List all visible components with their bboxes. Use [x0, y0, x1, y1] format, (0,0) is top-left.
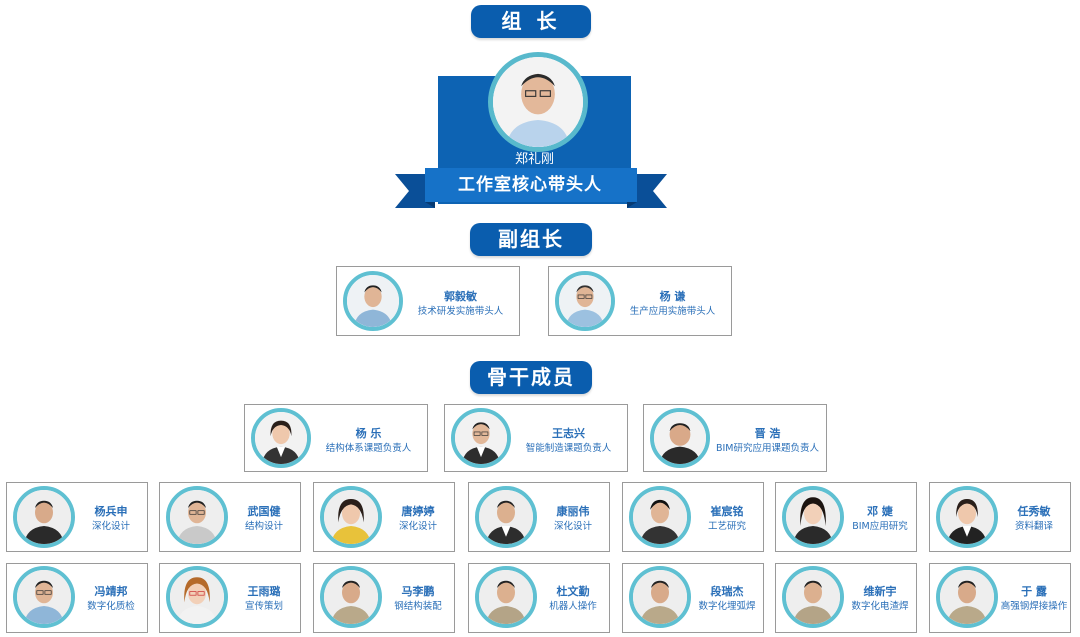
member-name-r2-6: 于 露	[1021, 585, 1047, 598]
core-lead-name-0: 杨 乐	[355, 427, 382, 440]
person-photo-icon	[324, 490, 378, 544]
core-lead-name-2: 晋 浩	[754, 427, 781, 440]
member-role-r2-2: 钢结构装配	[394, 601, 442, 612]
member-avatar-r1-1	[166, 486, 228, 548]
member-role-r2-0: 数字化质检	[87, 601, 135, 612]
core-lead-avatar-0	[251, 408, 311, 468]
person-photo-icon	[17, 490, 71, 544]
member-avatar-r2-5	[782, 566, 844, 628]
member-role-r1-4: 工艺研究	[707, 521, 746, 532]
member-name-r2-0: 冯靖邦	[94, 585, 128, 598]
core-lead-role-1: 智能制造课题负责人	[525, 443, 612, 454]
member-name-r1-6: 任秀敏	[1017, 505, 1051, 518]
person-photo-icon	[559, 275, 611, 327]
member-role-r1-6: 资料翻译	[1014, 521, 1053, 532]
member-role-r2-1: 宣传策划	[244, 601, 283, 612]
leader-name: 郑礼刚	[514, 152, 554, 167]
member-avatar-r1-5	[782, 486, 844, 548]
person-photo-icon	[324, 570, 378, 624]
person-photo-icon	[479, 570, 533, 624]
member-name-r1-2: 唐婷婷	[401, 505, 435, 518]
member-role-r1-0: 深化设计	[91, 521, 130, 532]
leader-ribbon	[395, 168, 667, 208]
core-lead-avatar-1	[451, 408, 511, 468]
member-avatar-r2-3	[475, 566, 537, 628]
member-role-r2-5: 数字化电渣焊	[851, 601, 909, 612]
person-photo-icon	[654, 412, 706, 464]
member-role-r2-4: 数字化埋弧焊	[698, 601, 756, 612]
person-photo-icon	[940, 570, 994, 624]
deputy-avatar-1	[555, 271, 615, 331]
deputy-section-title: 副组长	[470, 223, 592, 256]
core-lead-role-2: BIM研究应用课题负责人	[715, 443, 820, 454]
person-photo-icon	[493, 57, 583, 147]
person-photo-icon	[255, 412, 307, 464]
person-photo-icon	[633, 570, 687, 624]
member-name-r1-5: 邓 婕	[867, 505, 893, 518]
member-name-r2-5: 维新宇	[863, 585, 897, 598]
member-avatar-r1-0	[13, 486, 75, 548]
person-photo-icon	[633, 490, 687, 544]
member-name-r2-2: 马李鹏	[401, 585, 435, 598]
member-name-r2-1: 王雨璐	[247, 585, 281, 598]
leader-section-title: 组 长	[471, 5, 591, 38]
member-avatar-r1-3	[475, 486, 537, 548]
person-photo-icon	[786, 490, 840, 544]
person-photo-icon	[170, 570, 224, 624]
deputy-name-1: 杨 谦	[659, 290, 686, 303]
person-photo-icon	[347, 275, 399, 327]
member-role-r1-1: 结构设计	[244, 521, 283, 532]
member-role-r1-5: BIM应用研究	[852, 521, 908, 532]
member-avatar-r1-6	[936, 486, 998, 548]
person-photo-icon	[479, 490, 533, 544]
leader-avatar	[488, 52, 588, 152]
member-avatar-r1-4	[629, 486, 691, 548]
deputy-role-1: 生产应用实施带头人	[629, 306, 716, 317]
member-name-r1-4: 崔宸铭	[710, 505, 744, 518]
core-lead-name-1: 王志兴	[552, 427, 585, 440]
member-name-r1-0: 杨兵申	[94, 505, 128, 518]
member-name-r2-3: 杜文勤	[556, 585, 590, 598]
member-avatar-r2-2	[320, 566, 382, 628]
member-name-r1-1: 武国健	[247, 505, 281, 518]
core-section-title: 骨干成员	[470, 361, 592, 394]
leader-role: 工作室核心带头人	[458, 175, 602, 195]
member-avatar-r2-1	[166, 566, 228, 628]
person-photo-icon	[17, 570, 71, 624]
member-avatar-r2-0	[13, 566, 75, 628]
member-role-r2-6: 高强钢焊接操作	[1000, 601, 1068, 612]
member-avatar-r2-6	[936, 566, 998, 628]
member-role-r2-3: 机器人操作	[549, 601, 597, 612]
core-lead-avatar-2	[650, 408, 710, 468]
deputy-role-0: 技术研发实施带头人	[417, 306, 504, 317]
person-photo-icon	[786, 570, 840, 624]
member-name-r2-4: 段瑞杰	[710, 585, 744, 598]
deputy-avatar-0	[343, 271, 403, 331]
member-name-r1-3: 康丽伟	[556, 505, 590, 518]
member-role-r1-2: 深化设计	[398, 521, 437, 532]
core-lead-role-0: 结构体系课题负责人	[325, 443, 412, 454]
member-avatar-r2-4	[629, 566, 691, 628]
person-photo-icon	[940, 490, 994, 544]
deputy-name-0: 郭毅敏	[444, 290, 477, 303]
person-photo-icon	[170, 490, 224, 544]
member-avatar-r1-2	[320, 486, 382, 548]
member-role-r1-3: 深化设计	[553, 521, 592, 532]
person-photo-icon	[455, 412, 507, 464]
